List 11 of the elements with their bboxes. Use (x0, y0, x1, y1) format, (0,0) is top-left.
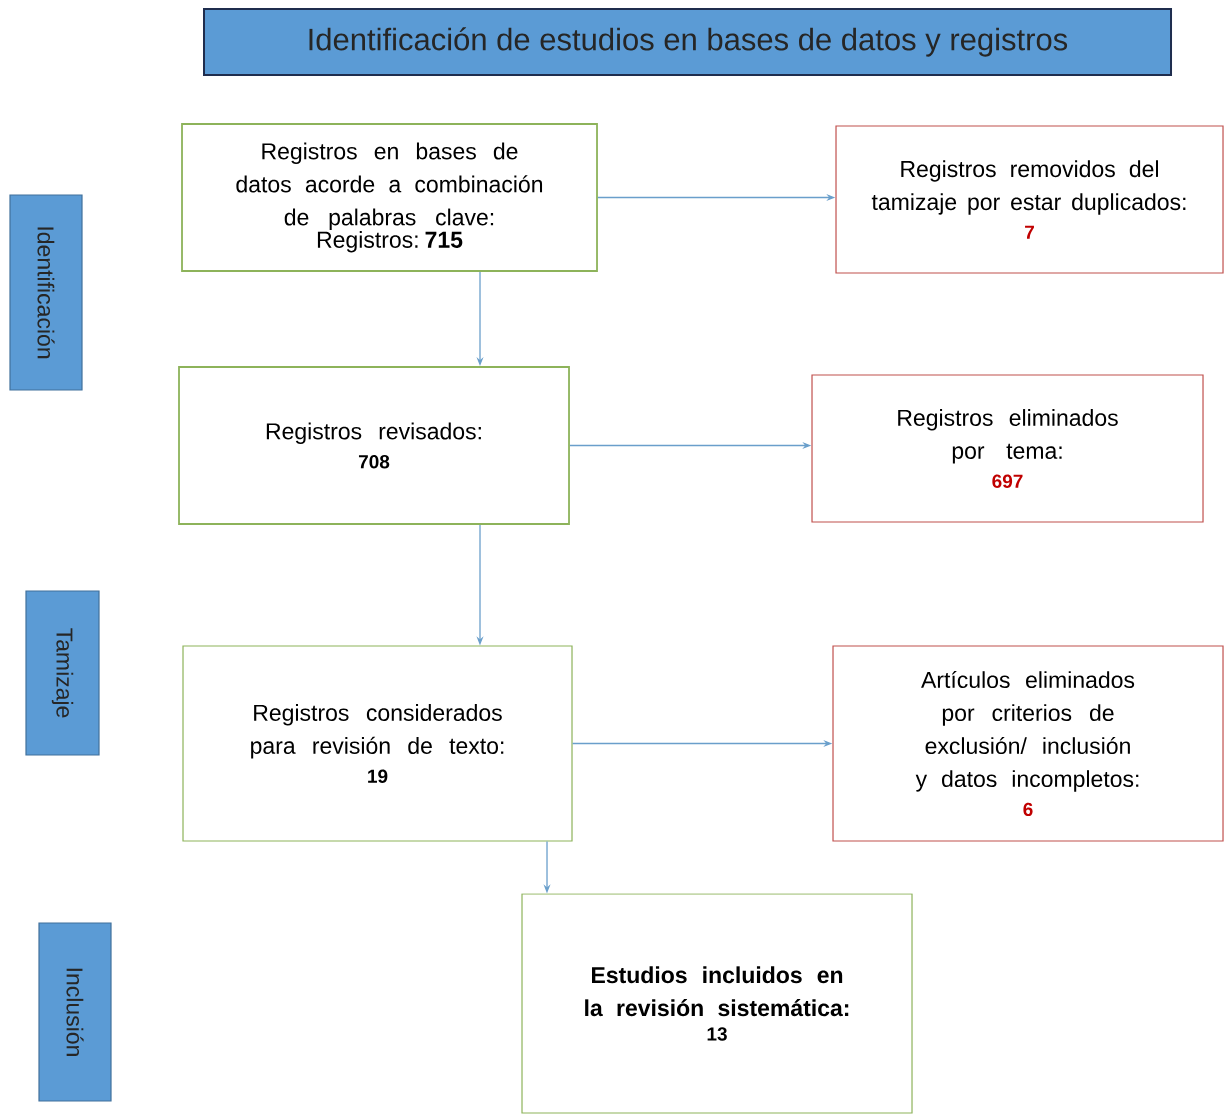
process-box: Registros en bases de datos acorde a combinación de palabras clave: Registros: 715 (181, 123, 598, 272)
phase-box: Inclusión (38, 922, 112, 1102)
process-box: Registros revisados: 708 (178, 366, 570, 525)
result-box: Estudios incluidos en la revisión sistemática: 13 (521, 893, 913, 1114)
exclusion-box: Artículos eliminados por criterios de exclusión/ inclusión y datos incompletos: 6 (832, 645, 1224, 842)
process-box: Registros considerados para revisión de texto: 19 (182, 645, 573, 842)
exclusion-box: Registros removidos del tamizaje por estar duplicados: 7 (835, 125, 1224, 274)
phase-box: Identificación (9, 194, 83, 391)
phase-box: Tamizaje (25, 590, 100, 756)
title-box: Identificación de estudios en bases de datos y registros (203, 8, 1172, 76)
exclusion-box: Registros eliminados por tema: 697 (811, 374, 1204, 523)
